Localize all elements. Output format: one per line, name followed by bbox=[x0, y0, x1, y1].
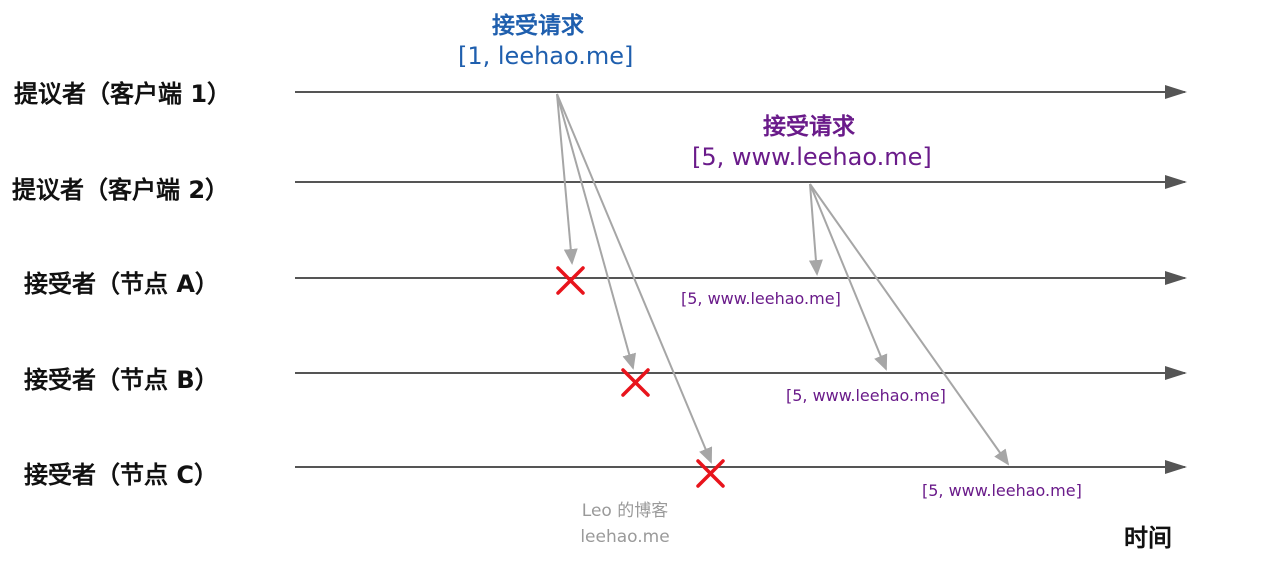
request-1-value: [1, leehao.me] bbox=[458, 42, 634, 70]
request-1-title: 接受请求 bbox=[492, 13, 584, 39]
message-c1-to-b bbox=[556, 93, 637, 370]
time-axis-label: 时间 bbox=[1124, 524, 1172, 552]
request-2-title: 接受请求 bbox=[763, 114, 855, 140]
lane-label-client-1: 提议者（客户端 1） bbox=[14, 80, 232, 108]
message-c2-to-b bbox=[809, 183, 888, 371]
watermark-line-2: leehao.me bbox=[580, 527, 670, 547]
watermark-line-1: Leo 的博客 bbox=[581, 501, 669, 521]
lane-label-node-c: 接受者（节点 C） bbox=[24, 461, 218, 489]
accepted-label-node-b: [5, www.leehao.me] bbox=[786, 386, 946, 405]
message-c1-to-a bbox=[556, 93, 578, 265]
message-c2-to-a bbox=[808, 183, 823, 276]
reject-cross-icon bbox=[696, 459, 725, 488]
request-2-value: [5, www.leehao.me] bbox=[692, 143, 932, 171]
lane-label-node-b: 接受者（节点 B） bbox=[24, 366, 219, 394]
accepted-label-node-a: [5, www.leehao.me] bbox=[681, 289, 841, 308]
reject-cross-icon bbox=[621, 368, 650, 397]
watermark: Leo 的博客 leehao.me bbox=[566, 498, 684, 550]
message-c2-to-c bbox=[809, 183, 1010, 466]
message-c1-to-c bbox=[556, 93, 713, 464]
reject-cross-icon bbox=[556, 266, 585, 295]
lane-label-client-2: 提议者（客户端 2） bbox=[12, 176, 230, 204]
accepted-label-node-c: [5, www.leehao.me] bbox=[922, 481, 1082, 500]
lane-label-node-a: 接受者（节点 A） bbox=[24, 270, 219, 298]
